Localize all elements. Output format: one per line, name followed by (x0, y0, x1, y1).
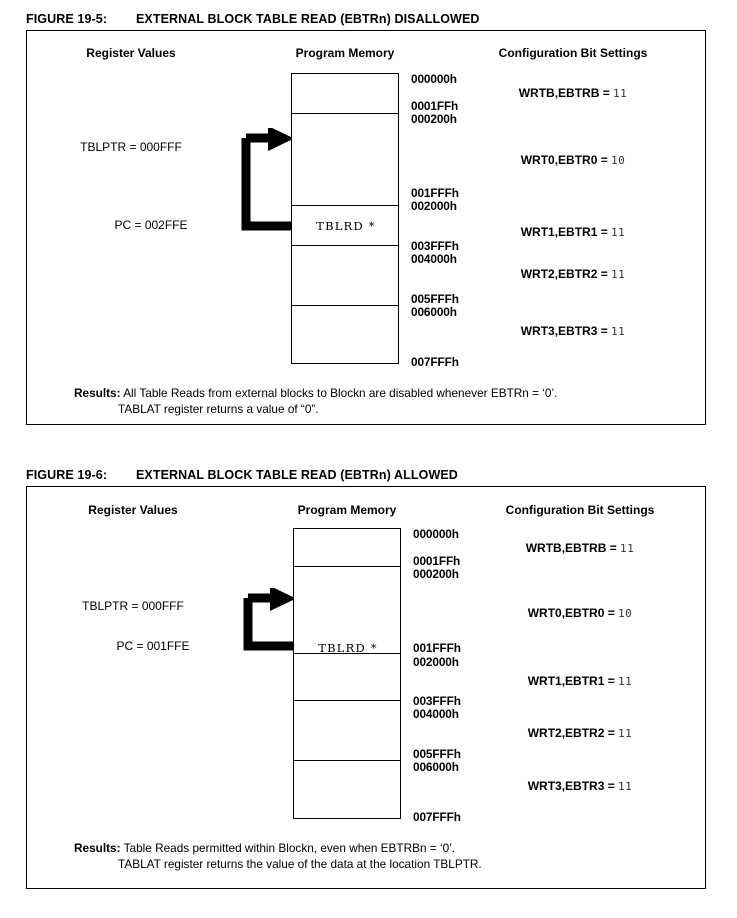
config-setting-name: WRT1,EBTR1 = (527, 674, 619, 688)
config-setting-bits: 11 (613, 87, 628, 100)
address-label: 006000h (411, 305, 457, 319)
config-setting-bits: 11 (611, 325, 626, 338)
address-label: 003FFFh (411, 239, 459, 253)
address-label: 0001FFh (413, 554, 461, 568)
config-setting: WRT2,EBTR2 = 11 (528, 726, 633, 740)
program-memory-block (291, 73, 399, 364)
results-label: Results: (74, 386, 121, 400)
config-setting-name: WRT2,EBTR2 = (520, 267, 612, 281)
address-label: 007FFFh (413, 810, 461, 824)
address-label: 0001FFh (411, 99, 459, 113)
config-setting: WRT0,EBTR0 = 10 (528, 606, 633, 620)
figure-caption-title: EXTERNAL BLOCK TABLE READ (EBTRn) ALLOWE… (136, 468, 458, 482)
figure-caption-title: EXTERNAL BLOCK TABLE READ (EBTRn) DISALL… (136, 12, 480, 26)
config-setting-name: WRT1,EBTR1 = (520, 225, 612, 239)
config-setting-name: WRT2,EBTR2 = (527, 726, 619, 740)
results-line-1: Table Reads permitted within Blockn, eve… (123, 841, 456, 855)
config-setting-name: WRT3,EBTR3 = (527, 779, 619, 793)
address-label: 000200h (411, 112, 457, 126)
register-tblptr: TBLPTR = 000FFF (80, 140, 182, 154)
config-setting-name: WRTB,EBTRB = (525, 541, 621, 555)
memory-divider-4 (291, 305, 399, 306)
memory-divider-1 (293, 566, 401, 567)
config-setting-name: WRTB,EBTRB = (518, 86, 614, 100)
register-pc: PC = 002FFE (114, 218, 188, 232)
memory-divider-3 (291, 245, 399, 246)
address-label: 001FFFh (413, 641, 461, 655)
address-label: 005FFFh (413, 747, 461, 761)
memory-divider-2 (291, 205, 399, 206)
address-label: 000000h (411, 72, 457, 86)
results-label: Results: (74, 841, 121, 855)
address-label: 004000h (411, 252, 457, 266)
column-header-register-values: Register Values (88, 503, 178, 517)
results-line-2: TABLAT register returns the value of the… (118, 856, 482, 871)
config-setting-name: WRT3,EBTR3 = (520, 324, 612, 338)
address-label: 006000h (413, 760, 459, 774)
address-label: 005FFFh (411, 292, 459, 306)
figure-caption-number: FIGURE 19-6: (26, 468, 108, 482)
config-setting-bits: 11 (618, 780, 633, 793)
config-setting-bits: 11 (620, 542, 635, 555)
results-line-2: TABLAT register returns a value of “0”. (118, 401, 319, 416)
memory-divider-2 (293, 653, 401, 654)
address-label: 000000h (413, 527, 459, 541)
config-setting: WRT3,EBTR3 = 11 (528, 779, 633, 793)
tblrd-instruction: TBLRD * (316, 219, 376, 233)
config-setting: WRTB,EBTRB = 11 (519, 86, 628, 100)
results-line-1: All Table Reads from external blocks to … (123, 386, 558, 400)
memory-divider-4 (293, 760, 401, 761)
config-setting: WRT0,EBTR0 = 10 (521, 153, 626, 167)
config-setting: WRT3,EBTR3 = 11 (521, 324, 626, 338)
address-label: 002000h (411, 199, 457, 213)
memory-divider-1 (291, 113, 399, 114)
pc-to-memory-arrow (240, 588, 302, 654)
memory-divider-3 (293, 700, 401, 701)
config-setting: WRT1,EBTR1 = 11 (521, 225, 626, 239)
pc-to-memory-arrow (238, 128, 300, 234)
column-header-program-memory: Program Memory (297, 503, 397, 517)
address-label: 000200h (413, 567, 459, 581)
address-label: 007FFFh (411, 355, 459, 369)
config-setting-bits: 11 (611, 226, 626, 239)
column-header-config-bits: Configuration Bit Settings (498, 46, 648, 60)
column-header-program-memory: Program Memory (295, 46, 395, 60)
results-text: Results: Table Reads permitted within Bl… (74, 841, 482, 872)
config-setting-name: WRT0,EBTR0 = (520, 153, 612, 167)
config-setting-bits: 11 (618, 675, 633, 688)
column-header-config-bits: Configuration Bit Settings (505, 503, 655, 517)
config-setting: WRTB,EBTRB = 11 (526, 541, 635, 555)
results-text: Results: All Table Reads from external b… (74, 386, 557, 417)
config-setting-bits: 11 (618, 727, 633, 740)
tblrd-instruction: TBLRD * (318, 641, 378, 655)
register-pc: PC = 001FFE (116, 639, 190, 653)
figure-caption-number: FIGURE 19-5: (26, 12, 108, 26)
address-label: 002000h (413, 655, 459, 669)
config-setting: WRT1,EBTR1 = 11 (528, 674, 633, 688)
address-label: 004000h (413, 707, 459, 721)
address-label: 001FFFh (411, 186, 459, 200)
column-header-register-values: Register Values (86, 46, 176, 60)
config-setting-bits: 11 (611, 268, 626, 281)
address-label: 003FFFh (413, 694, 461, 708)
config-setting-bits: 10 (618, 607, 633, 620)
program-memory-block (293, 528, 401, 819)
config-setting-bits: 10 (611, 154, 626, 167)
register-tblptr: TBLPTR = 000FFF (82, 599, 184, 613)
config-setting: WRT2,EBTR2 = 11 (521, 267, 626, 281)
config-setting-name: WRT0,EBTR0 = (527, 606, 619, 620)
